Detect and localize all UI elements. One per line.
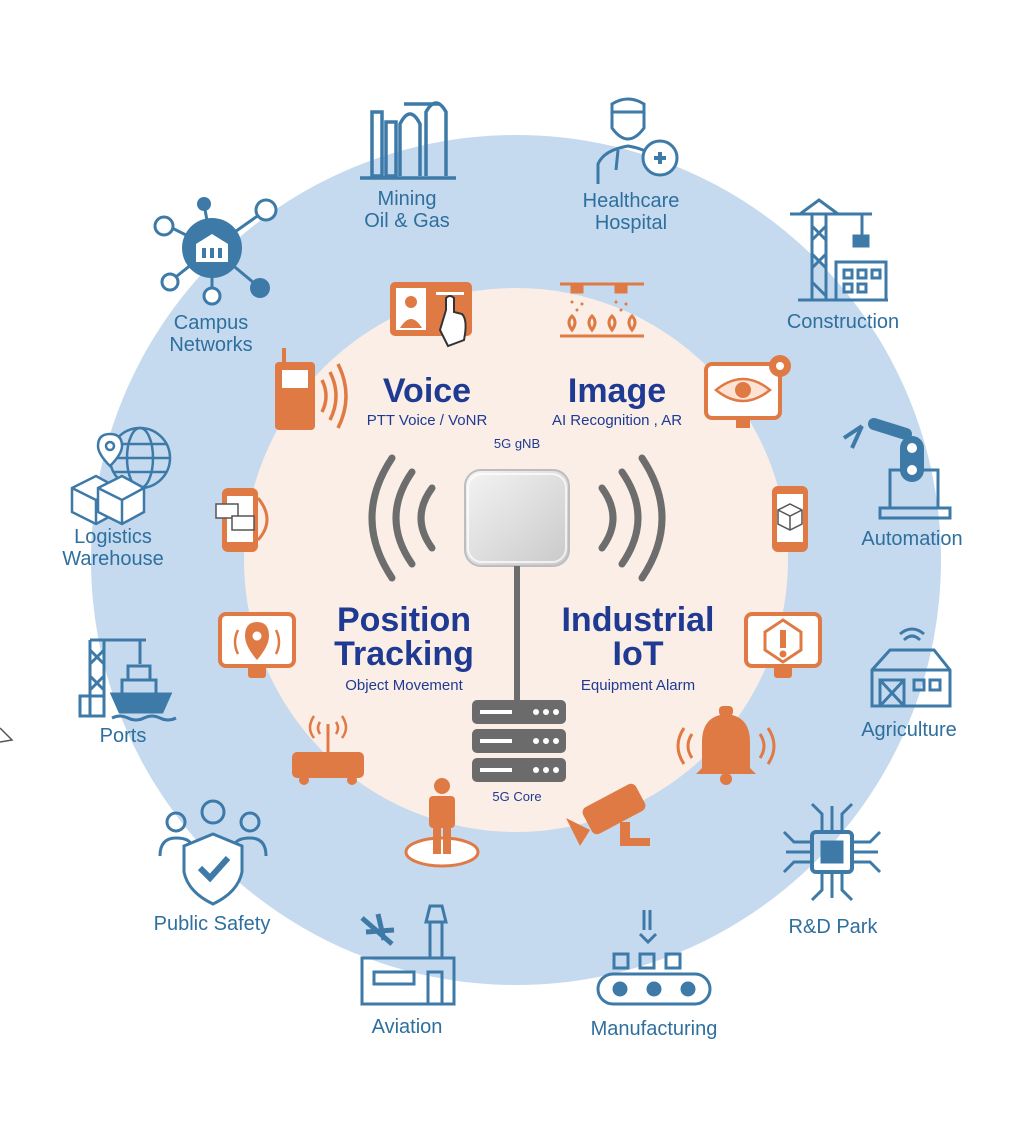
label-construction: Construction [786, 311, 900, 333]
label-healthcare-line2: Hospital [594, 212, 668, 234]
router-icon [292, 715, 364, 785]
label-mining: Mining Oil & Gas [364, 188, 450, 232]
core-label: 5G Core [492, 789, 542, 804]
conveyor-icon [596, 910, 712, 1006]
refinery-icon [360, 101, 456, 180]
phone-ar-cube-icon [772, 486, 808, 552]
label-campus: Campus Networks [169, 312, 252, 356]
walkie-talkie-icon [275, 348, 348, 430]
alarm-bell-icon [676, 706, 776, 785]
person-tracking-icon [404, 778, 480, 868]
iot-subtitle: Equipment Alarm [580, 677, 696, 694]
chip-icon [782, 802, 882, 902]
globe-boxes-icon [70, 426, 172, 526]
warning-monitor-icon [744, 612, 822, 678]
iot-title: Industrial IoT [561, 603, 714, 671]
label-healthcare-line1: Healthcare [582, 190, 680, 212]
label-public-safety: Public Safety [153, 913, 271, 935]
iot-title-line1: Industrial [561, 601, 715, 639]
label-agriculture: Agriculture [861, 719, 957, 741]
label-automation: Automation [861, 528, 963, 550]
gnb-radio-icon [464, 469, 570, 567]
label-logistics-line1: Logistics [74, 526, 152, 548]
label-healthcare: Healthcare Hospital [583, 190, 680, 234]
phone-chat-icon [215, 488, 269, 552]
voice-title: Voice [382, 372, 472, 410]
label-mining-line2: Oil & Gas [364, 210, 450, 232]
radio-waves-left-icon [368, 454, 436, 582]
label-ports: Ports [99, 725, 147, 747]
server-stack-icon [472, 700, 566, 782]
doctor-icon [596, 97, 679, 184]
position-title-line1: Position [336, 601, 472, 639]
gnb-label: 5G gNB [493, 436, 541, 451]
location-monitor-icon [218, 612, 296, 678]
sprinkler-icon [560, 282, 644, 338]
position-title-line2: Tracking [334, 635, 474, 673]
robot-arm-icon [842, 418, 952, 520]
label-rnd-park: R&D Park [788, 916, 878, 938]
label-manufacturing: Manufacturing [590, 1018, 718, 1040]
label-aviation: Aviation [371, 1016, 443, 1038]
image-title: Image [567, 372, 667, 410]
radio-waves-right-icon [598, 454, 666, 582]
cctv-camera-icon [566, 783, 650, 846]
position-subtitle: Object Movement [345, 677, 463, 694]
label-logistics-line2: Warehouse [62, 548, 164, 570]
arrow-fragment-icon [0, 727, 14, 743]
port-crane-ship-icon [78, 638, 177, 722]
label-mining-line1: Mining [377, 188, 437, 210]
airport-icon [360, 904, 456, 1006]
label-logistics: Logistics Warehouse [62, 526, 164, 570]
label-campus-line1: Campus [173, 312, 249, 334]
barn-icon [870, 627, 952, 708]
image-subtitle: AI Recognition , AR [551, 412, 683, 429]
voice-subtitle: PTT Voice / VoNR [366, 412, 488, 429]
crane-icon [790, 198, 888, 302]
iot-title-line2: IoT [612, 635, 664, 673]
position-title: Position Tracking [334, 603, 474, 671]
network-hub-icon [153, 197, 278, 306]
label-campus-line2: Networks [169, 334, 253, 356]
shield-people-icon [158, 799, 268, 906]
eye-monitor-gear-icon [704, 355, 791, 428]
video-call-touch-icon [390, 282, 472, 348]
